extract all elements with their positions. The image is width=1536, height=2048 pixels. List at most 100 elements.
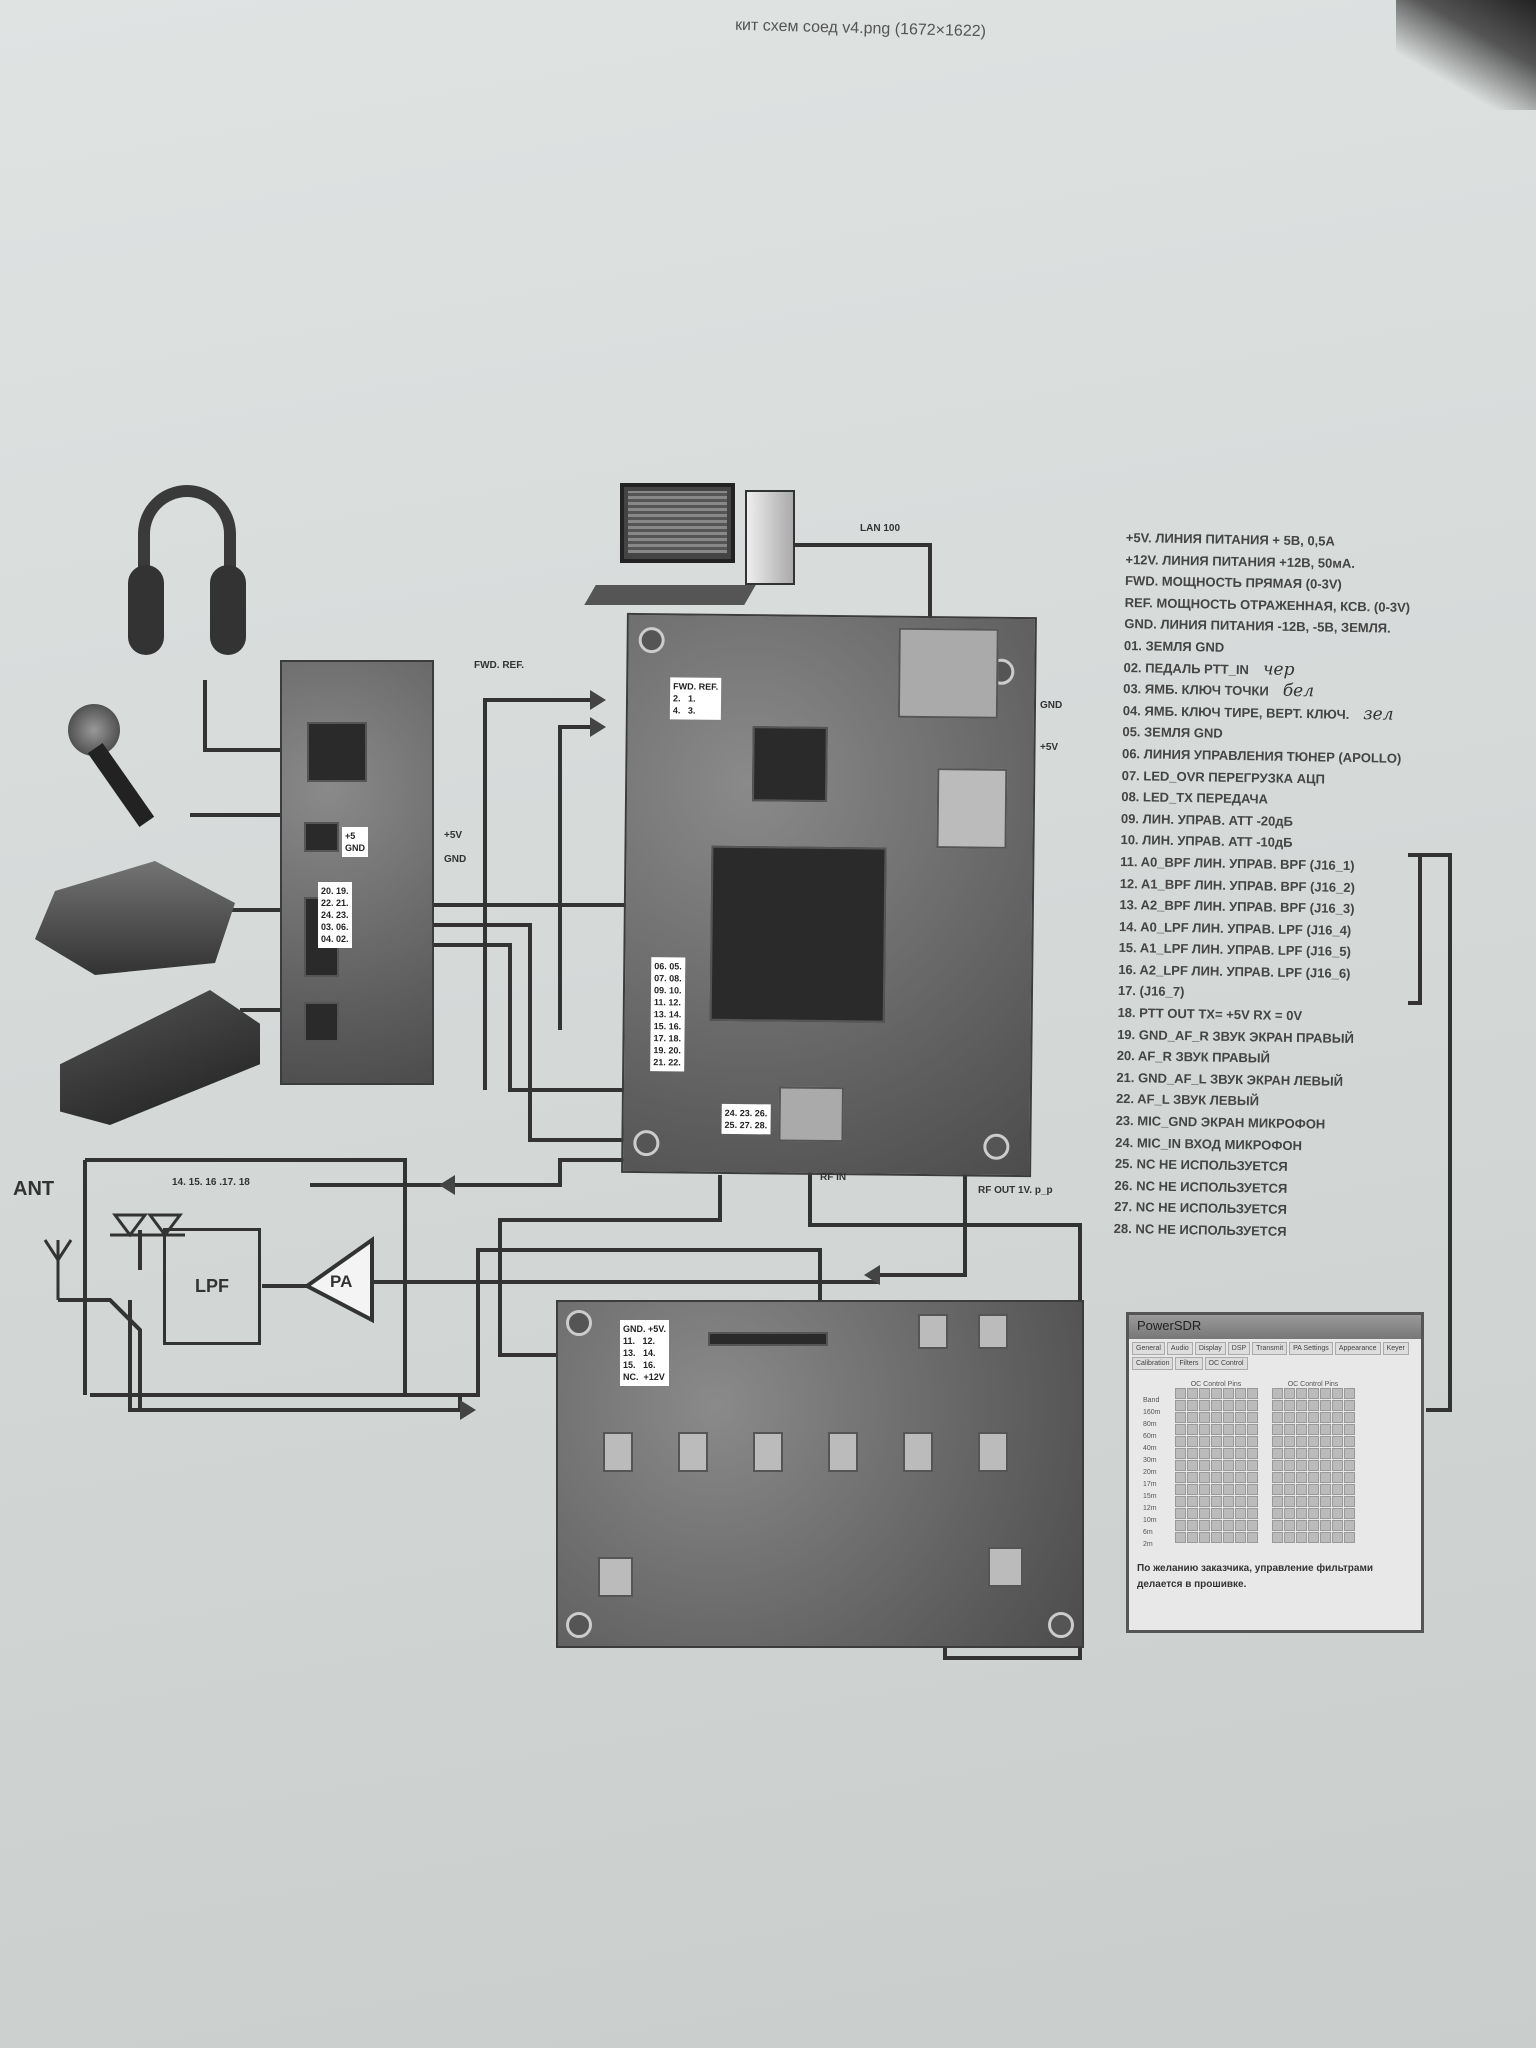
oc-pin-checkbox[interactable] <box>1319 1520 1331 1531</box>
oc-pin-checkbox[interactable] <box>1331 1532 1343 1543</box>
oc-pin-checkbox[interactable] <box>1283 1460 1295 1471</box>
oc-pin-checkbox[interactable] <box>1246 1388 1258 1399</box>
oc-pin-checkbox[interactable] <box>1210 1436 1222 1447</box>
oc-pin-checkbox[interactable] <box>1295 1400 1307 1411</box>
oc-pin-checkbox[interactable] <box>1343 1448 1355 1459</box>
oc-pin-checkbox[interactable] <box>1186 1508 1198 1519</box>
oc-pin-checkbox[interactable] <box>1307 1460 1319 1471</box>
oc-pin-checkbox[interactable] <box>1174 1472 1186 1483</box>
tab-filters[interactable]: Filters <box>1175 1357 1203 1370</box>
oc-pin-checkbox[interactable] <box>1283 1508 1295 1519</box>
oc-pin-checkbox[interactable] <box>1295 1388 1307 1399</box>
oc-pin-checkbox[interactable] <box>1283 1520 1295 1531</box>
oc-pin-checkbox[interactable] <box>1222 1532 1234 1543</box>
oc-pin-checkbox[interactable] <box>1174 1448 1186 1459</box>
oc-pin-checkbox[interactable] <box>1234 1448 1246 1459</box>
oc-pin-checkbox[interactable] <box>1331 1424 1343 1435</box>
oc-pin-checkbox[interactable] <box>1186 1460 1198 1471</box>
oc-pin-checkbox[interactable] <box>1331 1496 1343 1507</box>
oc-pin-checkbox[interactable] <box>1222 1496 1234 1507</box>
oc-pin-checkbox[interactable] <box>1174 1532 1186 1543</box>
oc-pin-checkbox[interactable] <box>1234 1532 1246 1543</box>
oc-pin-checkbox[interactable] <box>1283 1436 1295 1447</box>
oc-pin-checkbox[interactable] <box>1222 1436 1234 1447</box>
oc-pin-checkbox[interactable] <box>1271 1508 1283 1519</box>
oc-pin-checkbox[interactable] <box>1307 1436 1319 1447</box>
oc-pin-checkbox[interactable] <box>1331 1436 1343 1447</box>
oc-pin-checkbox[interactable] <box>1307 1508 1319 1519</box>
oc-pin-checkbox[interactable] <box>1246 1484 1258 1495</box>
oc-pin-checkbox[interactable] <box>1319 1496 1331 1507</box>
oc-pin-checkbox[interactable] <box>1271 1388 1283 1399</box>
oc-pin-checkbox[interactable] <box>1331 1484 1343 1495</box>
oc-pin-checkbox[interactable] <box>1271 1520 1283 1531</box>
oc-pin-checkbox[interactable] <box>1271 1532 1283 1543</box>
oc-pin-checkbox[interactable] <box>1307 1424 1319 1435</box>
oc-pin-checkbox[interactable] <box>1271 1400 1283 1411</box>
oc-pin-checkbox[interactable] <box>1210 1400 1222 1411</box>
tab-appearance[interactable]: Appearance <box>1334 1342 1381 1355</box>
oc-pin-checkbox[interactable] <box>1295 1472 1307 1483</box>
oc-pin-checkbox[interactable] <box>1271 1460 1283 1471</box>
oc-pin-checkbox[interactable] <box>1210 1448 1222 1459</box>
oc-pin-checkbox[interactable] <box>1319 1472 1331 1483</box>
oc-pin-checkbox[interactable] <box>1198 1520 1210 1531</box>
oc-pin-checkbox[interactable] <box>1331 1508 1343 1519</box>
oc-pin-checkbox[interactable] <box>1343 1436 1355 1447</box>
oc-pin-checkbox[interactable] <box>1319 1424 1331 1435</box>
tab-calibration[interactable]: Calibration <box>1132 1357 1174 1370</box>
oc-pin-checkbox[interactable] <box>1271 1412 1283 1423</box>
oc-pin-checkbox[interactable] <box>1271 1496 1283 1507</box>
oc-pin-checkbox[interactable] <box>1331 1412 1343 1423</box>
oc-pin-checkbox[interactable] <box>1343 1508 1355 1519</box>
oc-pin-checkbox[interactable] <box>1343 1520 1355 1531</box>
oc-pin-checkbox[interactable] <box>1174 1388 1186 1399</box>
oc-pin-checkbox[interactable] <box>1283 1388 1295 1399</box>
oc-pin-checkbox[interactable] <box>1307 1472 1319 1483</box>
tab-display[interactable]: Display <box>1194 1342 1226 1355</box>
oc-pin-checkbox[interactable] <box>1198 1412 1210 1423</box>
oc-pin-checkbox[interactable] <box>1319 1532 1331 1543</box>
oc-pin-checkbox[interactable] <box>1234 1436 1246 1447</box>
oc-pin-checkbox[interactable] <box>1174 1484 1186 1495</box>
oc-pin-checkbox[interactable] <box>1343 1496 1355 1507</box>
oc-pin-checkbox[interactable] <box>1234 1424 1246 1435</box>
oc-pin-checkbox[interactable] <box>1271 1484 1283 1495</box>
oc-pin-checkbox[interactable] <box>1295 1448 1307 1459</box>
oc-pin-checkbox[interactable] <box>1319 1388 1331 1399</box>
oc-pin-checkbox[interactable] <box>1186 1532 1198 1543</box>
oc-pin-checkbox[interactable] <box>1307 1400 1319 1411</box>
oc-pin-checkbox[interactable] <box>1319 1508 1331 1519</box>
oc-pin-checkbox[interactable] <box>1319 1460 1331 1471</box>
oc-pin-checkbox[interactable] <box>1210 1520 1222 1531</box>
oc-pin-checkbox[interactable] <box>1343 1400 1355 1411</box>
oc-pin-checkbox[interactable] <box>1271 1448 1283 1459</box>
oc-pin-checkbox[interactable] <box>1343 1412 1355 1423</box>
oc-pin-checkbox[interactable] <box>1319 1484 1331 1495</box>
oc-pin-checkbox[interactable] <box>1198 1388 1210 1399</box>
oc-pin-checkbox[interactable] <box>1174 1400 1186 1411</box>
oc-pin-checkbox[interactable] <box>1319 1400 1331 1411</box>
oc-pin-checkbox[interactable] <box>1246 1436 1258 1447</box>
oc-pin-checkbox[interactable] <box>1246 1520 1258 1531</box>
oc-pin-checkbox[interactable] <box>1246 1508 1258 1519</box>
oc-pin-checkbox[interactable] <box>1307 1412 1319 1423</box>
oc-pin-checkbox[interactable] <box>1210 1388 1222 1399</box>
oc-pin-checkbox[interactable] <box>1198 1448 1210 1459</box>
oc-pin-checkbox[interactable] <box>1222 1424 1234 1435</box>
oc-pin-checkbox[interactable] <box>1295 1508 1307 1519</box>
oc-pin-checkbox[interactable] <box>1283 1400 1295 1411</box>
oc-pin-checkbox[interactable] <box>1210 1532 1222 1543</box>
oc-pin-checkbox[interactable] <box>1174 1508 1186 1519</box>
oc-pin-checkbox[interactable] <box>1319 1412 1331 1423</box>
oc-pin-checkbox[interactable] <box>1198 1484 1210 1495</box>
oc-pin-checkbox[interactable] <box>1234 1484 1246 1495</box>
oc-pin-checkbox[interactable] <box>1271 1472 1283 1483</box>
oc-pin-checkbox[interactable] <box>1343 1460 1355 1471</box>
oc-pin-checkbox[interactable] <box>1246 1496 1258 1507</box>
oc-pin-checkbox[interactable] <box>1198 1496 1210 1507</box>
oc-pin-checkbox[interactable] <box>1283 1472 1295 1483</box>
oc-pin-checkbox[interactable] <box>1174 1496 1186 1507</box>
oc-pin-checkbox[interactable] <box>1307 1496 1319 1507</box>
oc-pin-checkbox[interactable] <box>1283 1448 1295 1459</box>
